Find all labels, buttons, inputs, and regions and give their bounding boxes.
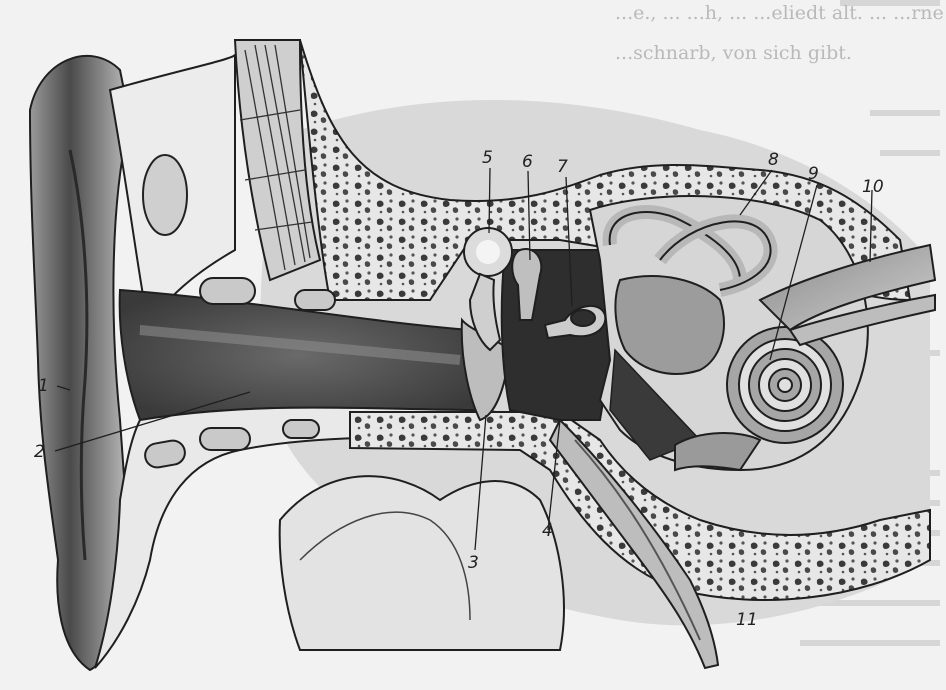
label-9: 9 <box>808 164 819 184</box>
bleed-through-line-2: ...schnarb, von sich gibt. <box>615 42 852 64</box>
lower-soft-tissue <box>280 476 564 650</box>
bleed-through-line-1: ...e., ... ...h, ... ...eliedt alt. ... … <box>615 2 946 24</box>
label-3: 3 <box>468 553 479 573</box>
label-7: 7 <box>557 157 568 177</box>
fat-lobule <box>143 155 187 235</box>
label-1: 1 <box>38 376 49 396</box>
label-2: 2 <box>34 442 45 462</box>
label-6: 6 <box>522 152 533 172</box>
label-5: 5 <box>482 148 493 168</box>
label-10: 10 <box>862 177 884 197</box>
label-11: 11 <box>736 610 758 630</box>
label-4: 4 <box>542 521 553 541</box>
label-8: 8 <box>768 150 779 170</box>
